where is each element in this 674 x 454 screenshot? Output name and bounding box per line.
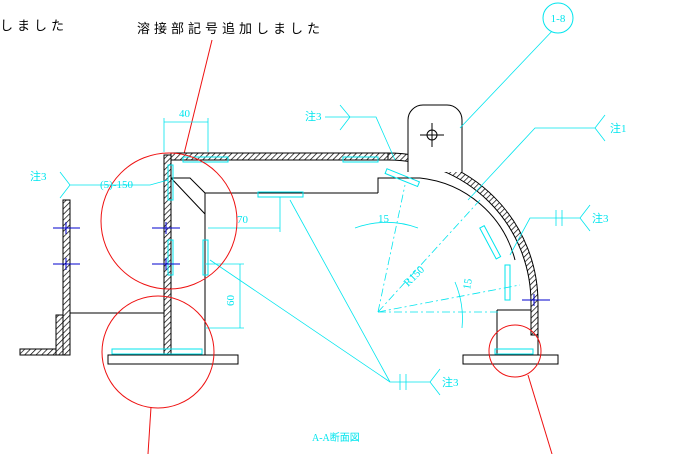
weld-curve-mid [479,225,502,260]
item-balloon-label: 1-8 [551,13,566,25]
weld-left-wall-top [167,164,174,201]
weld-beads [111,156,534,355]
weld-note-leader [182,39,213,159]
review-highlights [100,152,553,454]
weld-top-left [182,156,229,163]
note-left: 注3 [30,169,47,183]
dimension-lines [59,27,606,396]
section-title: A-A断面図 [312,431,360,444]
weld-curve-upper [384,168,421,188]
note-top-left: 注3 [305,109,322,123]
item-balloon [542,2,574,34]
weld-base-right [494,348,534,355]
dimension-60: 60 [225,295,237,307]
weld-curve-lower [504,264,511,301]
weld-base-left [111,348,203,355]
note-bottom: 注3 [442,375,459,389]
left-change-note: しました [0,19,68,34]
note-right-top: 注1 [610,121,627,135]
weld-left-wall-mid [167,239,174,276]
dimension-70: 70 [237,214,249,226]
dimension-40: 40 [179,108,191,120]
angle-upper: 15 [378,213,390,225]
section-geometry [19,104,559,365]
centerline-marks [53,222,550,306]
weld-inner-top [257,191,304,198]
highlight-circle-lower-right [488,324,542,378]
base-plate-left [107,354,239,365]
note-right-mid: 注3 [592,211,609,225]
weld-inner-wall [202,239,209,276]
left-foot-plate [19,348,61,356]
highlight-circle-lower-left [101,295,215,409]
weld-change-note: 溶接部記号追加しました [137,21,324,37]
base-plate-right [462,354,559,365]
weld-top-mid [342,156,379,163]
radius-label: R150 [402,263,428,289]
far-left-stiffener [62,199,71,356]
highlight-circle-upper-left [100,152,238,290]
weld-spec-label: (5)-150 [100,179,133,191]
curved-shell [387,152,539,336]
angle-lower: 15 [461,277,475,290]
